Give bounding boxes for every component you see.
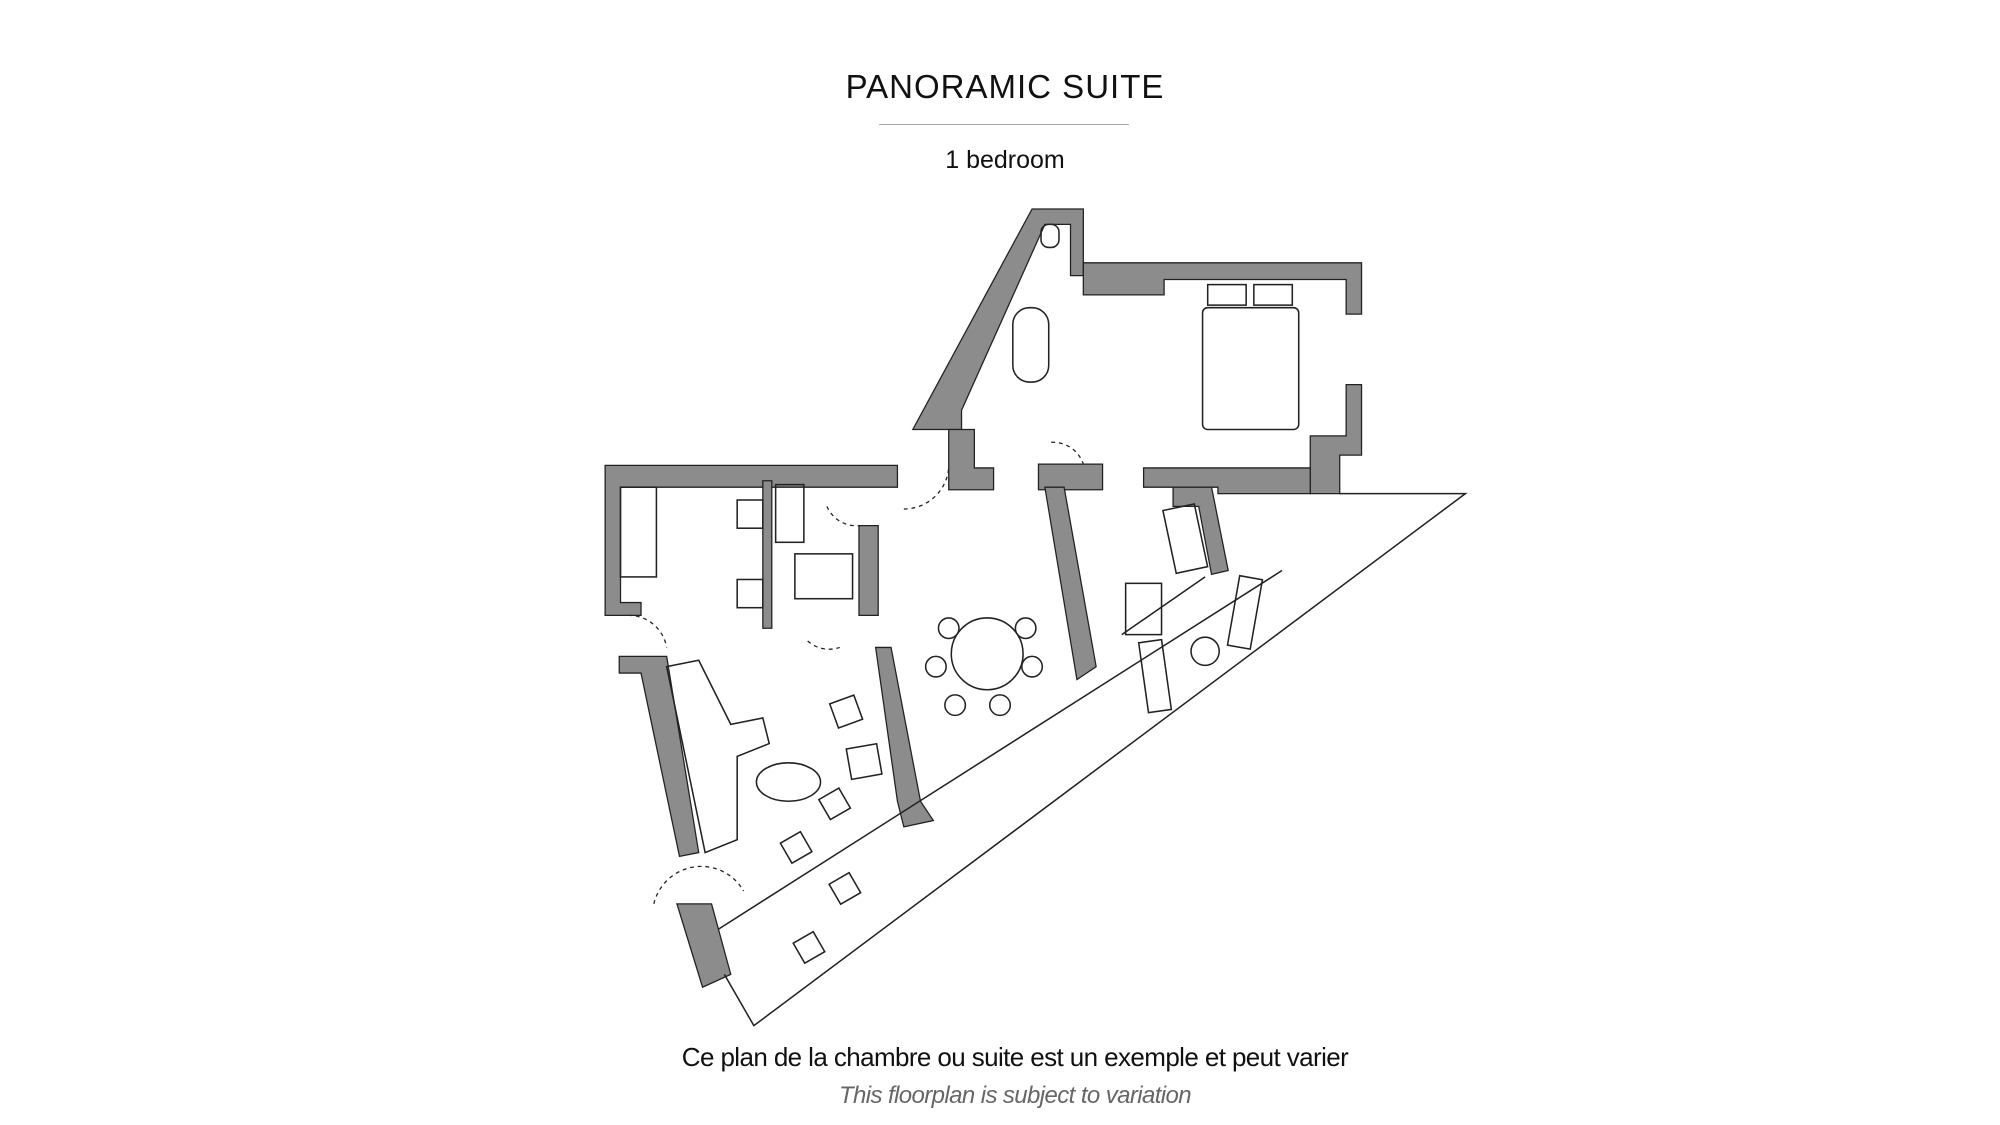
bed [1201, 306, 1300, 431]
wall-mid-2 [1037, 463, 1104, 491]
wall-living-top [604, 464, 899, 617]
toilet [1040, 223, 1060, 249]
bathtub [1012, 306, 1050, 383]
wall-closet [762, 480, 773, 629]
wall-living-left [618, 655, 700, 858]
disclaimer-french: Ce plan de la chambre ou suite est un ex… [681, 1042, 1349, 1072]
title-divider [879, 124, 1129, 125]
dining-table [950, 617, 1024, 691]
wall-closet-2 [858, 525, 879, 617]
window-line [717, 569, 1283, 931]
wall-entry [676, 903, 732, 989]
walls [604, 208, 1363, 989]
disclaimer-english: This floorplan is subject to variation [838, 1082, 1192, 1109]
page-title: PANORAMIC SUITE [845, 68, 1165, 105]
living-sofa [665, 659, 771, 854]
wall-living-right [874, 646, 935, 828]
outlines [619, 223, 1468, 1027]
door-swings [628, 441, 1084, 904]
wall-mid-1 [948, 428, 995, 491]
wall-dining-left [1044, 486, 1097, 681]
wall-bedroom-bottom [1142, 467, 1311, 495]
sofa [619, 486, 658, 578]
terrace-edge [723, 492, 1468, 1027]
wall-upper-left [911, 208, 1084, 431]
bedroom-count: 1 bedroom [945, 146, 1065, 174]
wall-bedroom-right [1309, 383, 1363, 495]
wall-bedroom-top [1082, 262, 1363, 315]
terrace-table [1190, 636, 1221, 667]
wall-right-room [1172, 486, 1229, 576]
